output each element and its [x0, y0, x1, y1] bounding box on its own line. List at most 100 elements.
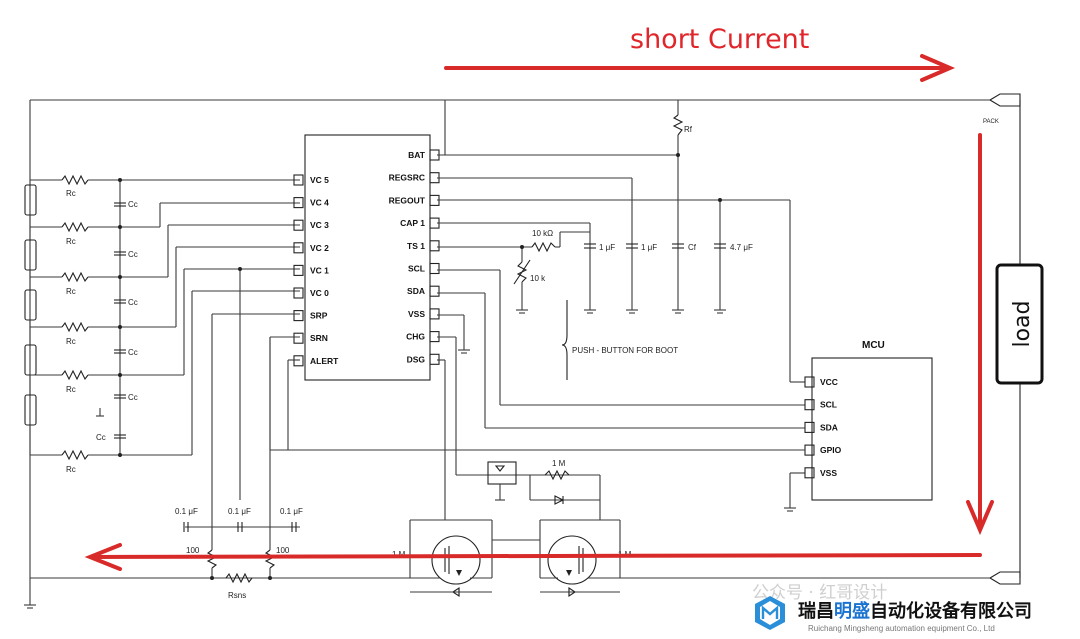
push-button-label: PUSH - BUTTON FOR BOOT [572, 346, 678, 355]
ic-pin-label: VC 1 [310, 265, 329, 275]
brand-cn-c: 自动化设备有限公司 [870, 600, 1032, 622]
cc-label: Cc [96, 433, 106, 442]
mcu-title: MCU [862, 340, 885, 351]
rc-label: Rc [66, 287, 76, 296]
mcu-pin-label: VCC [820, 377, 838, 387]
cc-label: Cc [128, 348, 138, 357]
ic-pin-vc-4: VC 4 [293, 197, 329, 209]
ic-pin-regsrc: REGSRC [389, 172, 440, 184]
ic-right-pins: BAT REGSRC REGOUT CAP 1 TS 1 SCL SDA VSS CHG DSG [389, 149, 440, 365]
rc-label: Rc [66, 465, 76, 474]
arrow-top-head [920, 54, 956, 82]
bq-ic [304, 134, 431, 381]
ic-pin-regout: REGOUT [389, 194, 440, 206]
mcu-pin-label: GPIO [820, 445, 842, 455]
ic-pin-label: SDA [407, 286, 425, 296]
ic-pin-label: SRN [310, 333, 328, 343]
ic-pin-vss: VSS [408, 308, 440, 320]
ic-pin-label: VC 5 [310, 175, 329, 185]
rc-label: Rc [66, 237, 76, 246]
brand-en: Ruichang Mingsheng automation equipment … [808, 624, 995, 633]
mosfet-discharge [431, 535, 481, 585]
ic-pin-label: SRP [310, 311, 328, 321]
ic-pin-vc-0: VC 0 [293, 287, 329, 299]
ic-pin-label: VC 0 [310, 288, 329, 298]
rc-label: Rc [66, 189, 76, 198]
pack-label: PACK [983, 119, 999, 125]
ic-pin-vc-2: VC 2 [293, 242, 329, 254]
ic-pin-label: DSG [407, 354, 426, 364]
ground-symbols [437, 309, 796, 512]
c-0p1uf-label-3: 0.1 μF [280, 507, 303, 516]
rc-label: Rc [66, 385, 76, 394]
ic-pin-label: REGOUT [389, 195, 426, 205]
sense-labels: 0.1 μF 0.1 μF 0.1 μF 100 100 Rsns [175, 507, 303, 600]
hexagon-m-logo-icon [755, 596, 785, 630]
cap-4p7uf-label: 4.7 μF [730, 243, 753, 252]
ic-pin-srn: SRN [293, 332, 328, 344]
ic-pin-label: VC 3 [310, 220, 329, 230]
arrow-right-head [966, 500, 994, 536]
cf-label: Cf [688, 243, 697, 252]
ic-pin-label: VSS [408, 309, 425, 319]
ic-pin-dsg: DSG [407, 353, 440, 365]
right-labels: Rf PACK 10 kΩ 10 k 1 μF 1 μF Cf 4.7 μF P… [530, 119, 999, 355]
ic-pin-sda: SDA [407, 285, 440, 297]
ic-pin-vc-5: VC 5 [293, 174, 329, 186]
ic-pin-vc-3: VC 3 [293, 219, 329, 231]
company-brand: 瑞昌明盛自动化设备有限公司 Ruichang Mingsheng automat… [755, 596, 1032, 633]
brand-cn-a: 瑞昌 [798, 601, 834, 622]
ic-pin-label: BAT [408, 150, 426, 160]
ic-pin-cap-1: CAP 1 [400, 217, 440, 229]
short-current-path: short Current [84, 24, 994, 571]
cc-label: Cc [128, 298, 138, 307]
rf-label: Rf [684, 125, 693, 134]
ic-pin-scl: SCL [408, 262, 440, 275]
mcu-pin-vcc: VCC [804, 376, 838, 388]
r1m-label: 1 M [552, 459, 566, 468]
ic-pin-label: VC 4 [310, 198, 329, 208]
ic-pin-srp: SRP [293, 310, 328, 322]
thermistor-label: 10 k [530, 274, 546, 283]
cc-label: Cc [128, 393, 138, 402]
mcu-block: MCU [811, 340, 933, 501]
cc-label: Cc [128, 250, 138, 259]
ic-pin-chg: CHG [406, 331, 440, 343]
rc-filter-network [30, 174, 300, 461]
watermark-text: 公众号 · 红哥设计 [752, 583, 887, 603]
mosfet-pair: 1 M 1 M 1 M [392, 459, 632, 598]
arrow-bottom-head [84, 543, 122, 571]
rsns-label: Rsns [228, 591, 246, 600]
cc-label: Cc [128, 200, 138, 209]
ic-pin-label: ALERT [310, 356, 339, 366]
ic-pin-bat: BAT [408, 149, 440, 161]
short-current-label: short Current [630, 24, 809, 55]
ic-pin-label: TS 1 [407, 241, 425, 251]
ic-right-wiring [437, 114, 805, 520]
r100-label-2: 100 [276, 546, 290, 555]
ic-pin-label: CHG [406, 332, 425, 342]
c-0p1uf-label: 0.1 μF [175, 507, 198, 516]
frame-wires [24, 93, 1021, 609]
sense-network [183, 267, 300, 584]
rc-labels: Rc Rc Rc Rc Rc Rc Cc Cc Cc Cc Cc Cc [66, 189, 138, 474]
ic-pin-alert: ALERT [293, 355, 339, 367]
ic-pin-ts-1: TS 1 [407, 240, 440, 252]
ic-pin-label: SCL [408, 264, 425, 274]
arrow-bottom [90, 553, 982, 559]
cap-1uf-label-2: 1 μF [641, 243, 657, 252]
mcu-pin-gpio: GPIO [804, 444, 842, 456]
mcu-pin-label: SDA [820, 422, 838, 432]
load-resistor: load [995, 263, 1044, 385]
r10k-label: 10 kΩ [532, 229, 553, 238]
ic-pin-label: VC 2 [310, 243, 329, 253]
ic-pin-label: REGSRC [389, 173, 425, 183]
ic-pin-vc-1: VC 1 [293, 264, 329, 276]
cap-1uf-label: 1 μF [599, 243, 615, 252]
mcu-pin-sda: SDA [804, 421, 838, 433]
rc-label: Rc [66, 337, 76, 346]
mcu-pin-scl: SCL [804, 399, 837, 411]
